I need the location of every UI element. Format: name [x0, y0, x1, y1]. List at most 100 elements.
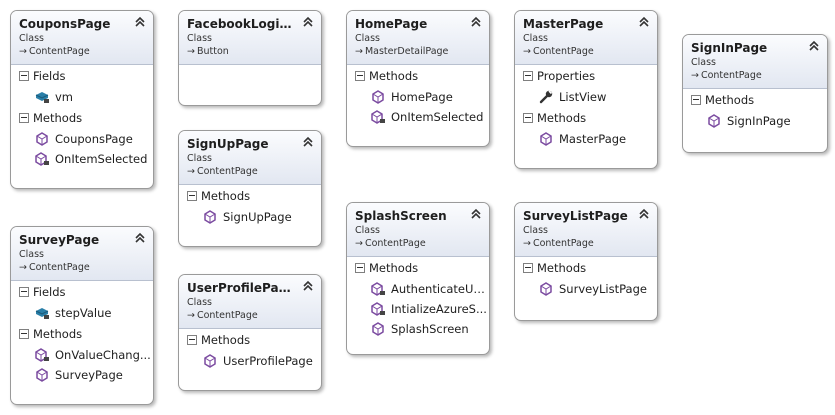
member-method[interactable]: SignUpPage	[179, 207, 321, 227]
member-method[interactable]: SignInPage	[683, 111, 827, 131]
class-name: SignUpPage	[187, 137, 269, 151]
member-name: vm	[55, 90, 74, 104]
collapse-section-icon[interactable]	[187, 191, 197, 201]
member-method[interactable]: MasterPage	[515, 129, 657, 149]
section-methods[interactable]: Methods	[347, 257, 489, 279]
section-fields[interactable]: Fields	[11, 65, 153, 87]
inherit-arrow-icon: →	[523, 46, 531, 57]
collapse-chevron-icon[interactable]	[134, 232, 146, 244]
class-card-userprofilepage[interactable]: UserProfilePage Class →ContentPage Metho…	[178, 274, 322, 391]
collapse-section-icon[interactable]	[523, 71, 533, 81]
collapse-chevron-icon[interactable]	[470, 208, 482, 220]
class-name: FacebookLoginB...	[187, 17, 311, 31]
section-properties[interactable]: Properties	[515, 65, 657, 87]
class-header[interactable]: SplashScreen Class →ContentPage	[347, 203, 489, 257]
member-method[interactable]: HomePage	[347, 87, 489, 107]
member-method[interactable]: OnItemSelected	[11, 149, 153, 169]
base-class-name: ContentPage	[28, 262, 90, 273]
member-property[interactable]: ListView	[515, 87, 657, 107]
class-header[interactable]: HomePage Class →MasterDetailPage	[347, 11, 489, 65]
class-kind: Class	[523, 33, 548, 44]
method-icon	[204, 210, 216, 224]
class-kind: Class	[187, 33, 212, 44]
collapse-section-icon[interactable]	[187, 335, 197, 345]
empty-body	[179, 65, 321, 105]
collapse-chevron-icon[interactable]	[638, 208, 650, 220]
collapse-chevron-icon[interactable]	[302, 136, 314, 148]
class-header[interactable]: SurveyPage Class →ContentPage	[11, 227, 153, 281]
collapse-section-icon[interactable]	[355, 71, 365, 81]
collapse-chevron-icon[interactable]	[302, 16, 314, 28]
class-card-masterpage[interactable]: MasterPage Class →ContentPage Properties…	[514, 10, 658, 169]
collapse-section-icon[interactable]	[355, 263, 365, 273]
inherit-arrow-icon: →	[523, 238, 531, 249]
section-label: Methods	[33, 327, 83, 341]
class-card-signinpage[interactable]: SignInPage Class →ContentPage Methods Si…	[682, 34, 828, 153]
collapse-chevron-icon[interactable]	[470, 16, 482, 28]
member-method[interactable]: OnValueChang...	[11, 345, 153, 365]
collapse-chevron-icon[interactable]	[808, 40, 820, 52]
class-kind: Class	[187, 297, 212, 308]
member-method[interactable]: SurveyPage	[11, 365, 153, 385]
member-name: OnItemSelected	[391, 110, 484, 124]
member-method[interactable]: UserProfilePage	[179, 351, 321, 371]
section-methods[interactable]: Methods	[179, 329, 321, 351]
class-card-splashscreen[interactable]: SplashScreen Class →ContentPage Methods …	[346, 202, 490, 355]
inherit-arrow-icon: →	[691, 70, 699, 81]
section-methods[interactable]: Methods	[11, 323, 153, 345]
collapse-section-icon[interactable]	[691, 95, 701, 105]
section-methods[interactable]: Methods	[515, 107, 657, 129]
collapse-chevron-icon[interactable]	[134, 16, 146, 28]
method-icon	[540, 282, 552, 296]
class-card-surveylistpage[interactable]: SurveyListPage Class →ContentPage Method…	[514, 202, 658, 321]
private-method-icon	[35, 348, 49, 362]
class-header[interactable]: MasterPage Class →ContentPage	[515, 11, 657, 65]
collapse-chevron-icon[interactable]	[302, 280, 314, 292]
collapse-chevron-icon[interactable]	[638, 16, 650, 28]
section-label: Properties	[537, 69, 596, 83]
section-label: Fields	[33, 69, 66, 83]
class-header[interactable]: SurveyListPage Class →ContentPage	[515, 203, 657, 257]
section-methods[interactable]: Methods	[11, 107, 153, 129]
member-method[interactable]: CouponsPage	[11, 129, 153, 149]
section-methods[interactable]: Methods	[347, 65, 489, 87]
class-header[interactable]: SignInPage Class →ContentPage	[683, 35, 827, 89]
class-header[interactable]: CouponsPage Class →ContentPage	[11, 11, 153, 65]
collapse-section-icon[interactable]	[19, 71, 29, 81]
class-card-facebookloginbutton[interactable]: FacebookLoginB... Class →Button	[178, 10, 322, 106]
class-name: CouponsPage	[19, 17, 111, 31]
member-name: OnItemSelected	[55, 152, 148, 166]
base-class-name: ContentPage	[532, 238, 594, 249]
member-field[interactable]: stepValue	[11, 303, 153, 323]
class-card-signuppage[interactable]: SignUpPage Class →ContentPage Methods Si…	[178, 130, 322, 247]
member-field[interactable]: vm	[11, 87, 153, 107]
collapse-section-icon[interactable]	[19, 287, 29, 297]
section-fields[interactable]: Fields	[11, 281, 153, 303]
class-card-couponspage[interactable]: CouponsPage Class →ContentPage Fields vm…	[10, 10, 154, 189]
collapse-section-icon[interactable]	[19, 113, 29, 123]
member-method[interactable]: SplashScreen	[347, 319, 489, 339]
member-name: MasterPage	[559, 132, 627, 146]
class-card-surveypage[interactable]: SurveyPage Class →ContentPage Fields ste…	[10, 226, 154, 405]
collapse-section-icon[interactable]	[19, 329, 29, 339]
section-methods[interactable]: Methods	[515, 257, 657, 279]
base-class: →ContentPage	[187, 309, 313, 322]
member-name: SplashScreen	[391, 322, 469, 336]
section-methods[interactable]: Methods	[683, 89, 827, 111]
class-header[interactable]: UserProfilePage Class →ContentPage	[179, 275, 321, 329]
collapse-section-icon[interactable]	[523, 113, 533, 123]
class-kind: Class	[355, 225, 380, 236]
section-methods[interactable]: Methods	[179, 185, 321, 207]
class-card-homepage[interactable]: HomePage Class →MasterDetailPage Methods…	[346, 10, 490, 147]
class-header[interactable]: SignUpPage Class →ContentPage	[179, 131, 321, 185]
member-method[interactable]: AuthenticateUser	[347, 279, 489, 299]
member-name: AuthenticateUser	[391, 282, 489, 296]
collapse-section-icon[interactable]	[523, 263, 533, 273]
base-class: →ContentPage	[523, 237, 649, 250]
member-method[interactable]: SurveyListPage	[515, 279, 657, 299]
section-label: Methods	[33, 111, 83, 125]
member-method[interactable]: IntializeAzureS...	[347, 299, 489, 319]
inherit-arrow-icon: →	[187, 46, 195, 57]
member-method[interactable]: OnItemSelected	[347, 107, 489, 127]
class-header[interactable]: FacebookLoginB... Class →Button	[179, 11, 321, 65]
